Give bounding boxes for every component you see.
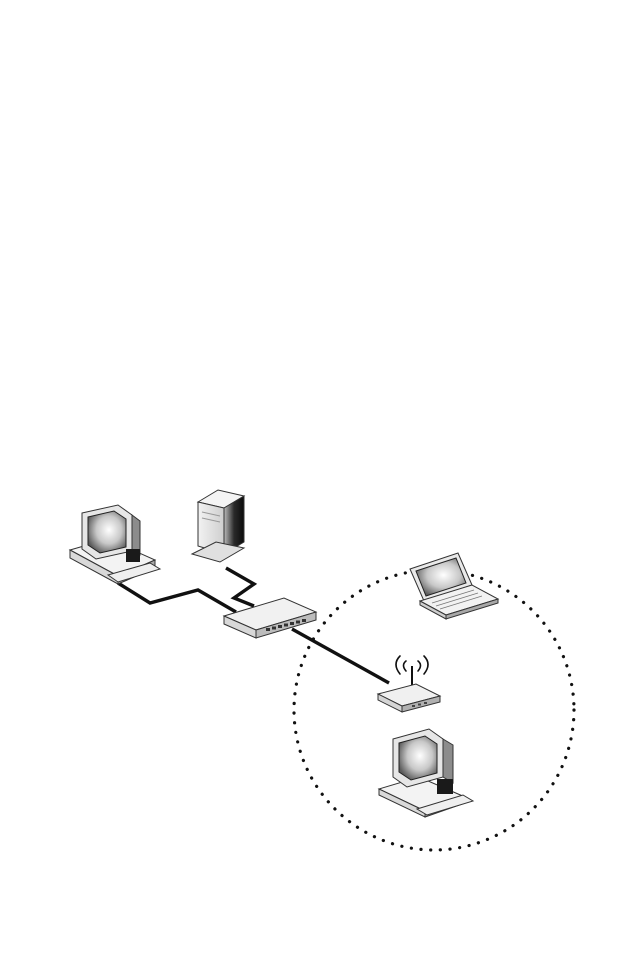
- cable-switch-to-access-point: [292, 629, 389, 683]
- cable-pc-to-switch: [118, 583, 236, 612]
- tower-server-icon: [192, 490, 244, 562]
- desktop-computer-icon: [70, 505, 160, 584]
- wireless-router-icon: [378, 656, 440, 712]
- desktop-computer-icon: [379, 729, 473, 817]
- cable-server-to-switch: [226, 568, 254, 606]
- network-switch-icon: [224, 598, 316, 638]
- laptop-computer-icon: [410, 553, 498, 619]
